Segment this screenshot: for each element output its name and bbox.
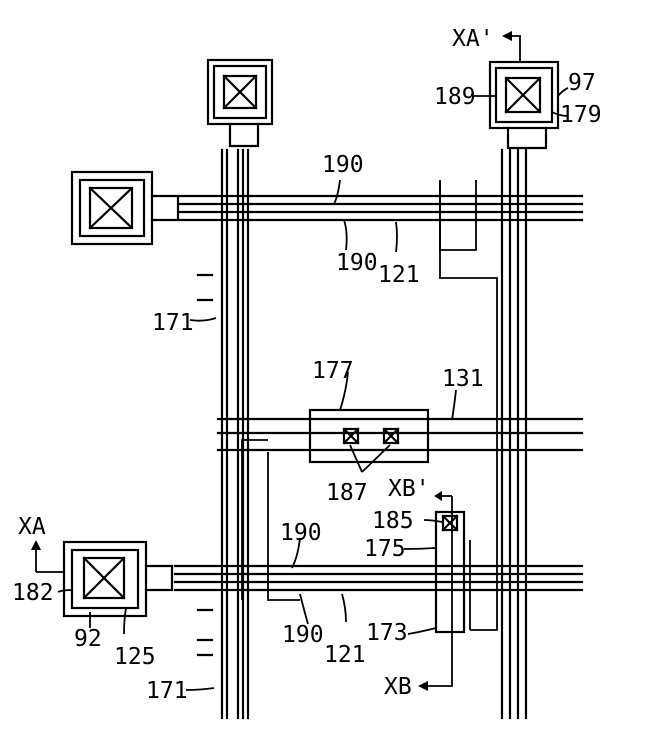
label-189: 189: [434, 84, 476, 110]
top-gate-line-121: [180, 196, 582, 220]
label-125: 125: [114, 644, 156, 670]
section-line-xa-prime: [502, 31, 520, 62]
label-xb-prime: XB': [388, 476, 430, 502]
label-171-top: 171: [152, 310, 194, 336]
label-92: 92: [74, 626, 102, 652]
label-175: 175: [364, 536, 406, 562]
bottom-left-gate-pad: [64, 542, 172, 616]
pixel-electrode-outline: [242, 180, 497, 630]
tft-drain-175: [436, 512, 464, 632]
label-xa-prime: XA': [452, 26, 494, 52]
storage-capacitor-177: [310, 410, 428, 462]
label-190-bot2: 190: [282, 622, 324, 648]
label-190-top2: 190: [336, 250, 378, 276]
section-line-xa: [31, 540, 64, 572]
label-173: 173: [366, 620, 408, 646]
label-182: 182: [12, 580, 54, 606]
leader-lines: [58, 88, 568, 690]
top-right-contact-pad: [490, 62, 558, 148]
label-121-top: 121: [378, 262, 420, 288]
storage-line-131: [218, 419, 582, 450]
label-177: 177: [312, 358, 354, 384]
top-left-gate-pad: [72, 172, 178, 244]
bottom-gate-line-121: [175, 566, 582, 590]
label-121-bot: 121: [324, 642, 366, 668]
label-190-top: 190: [322, 152, 364, 178]
label-179: 179: [560, 102, 602, 128]
label-97: 97: [568, 70, 596, 96]
label-xb: XB: [384, 674, 412, 700]
label-185: 185: [372, 508, 414, 534]
label-131: 131: [442, 366, 484, 392]
top-center-contact-pad: [208, 60, 272, 146]
left-stubs: [198, 275, 212, 655]
label-xa: XA: [18, 514, 46, 540]
label-187: 187: [326, 480, 368, 506]
label-171-bot: 171: [146, 678, 188, 704]
label-190-bot: 190: [280, 520, 322, 546]
